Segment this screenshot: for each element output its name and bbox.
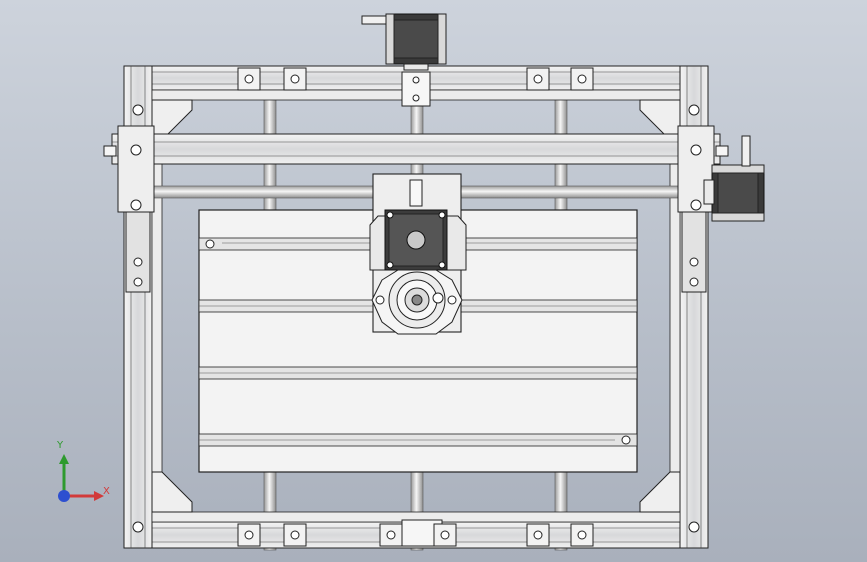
orientation-triad[interactable]: Y X — [48, 440, 118, 510]
spindle-carriage — [369, 173, 467, 335]
work-bed — [198, 209, 638, 473]
axis-triad-icon — [58, 454, 104, 502]
x-axis-label: X — [103, 486, 110, 497]
corner-brackets — [151, 99, 681, 513]
x-stepper-motor — [703, 135, 765, 222]
corner-bolts — [132, 104, 700, 533]
gantry-left-plate — [103, 125, 155, 293]
y-stepper-motor — [361, 13, 447, 107]
y-axis-label: Y — [57, 440, 64, 451]
top-bolt-pads — [237, 67, 594, 91]
bottom-bolt-pads — [237, 519, 594, 547]
